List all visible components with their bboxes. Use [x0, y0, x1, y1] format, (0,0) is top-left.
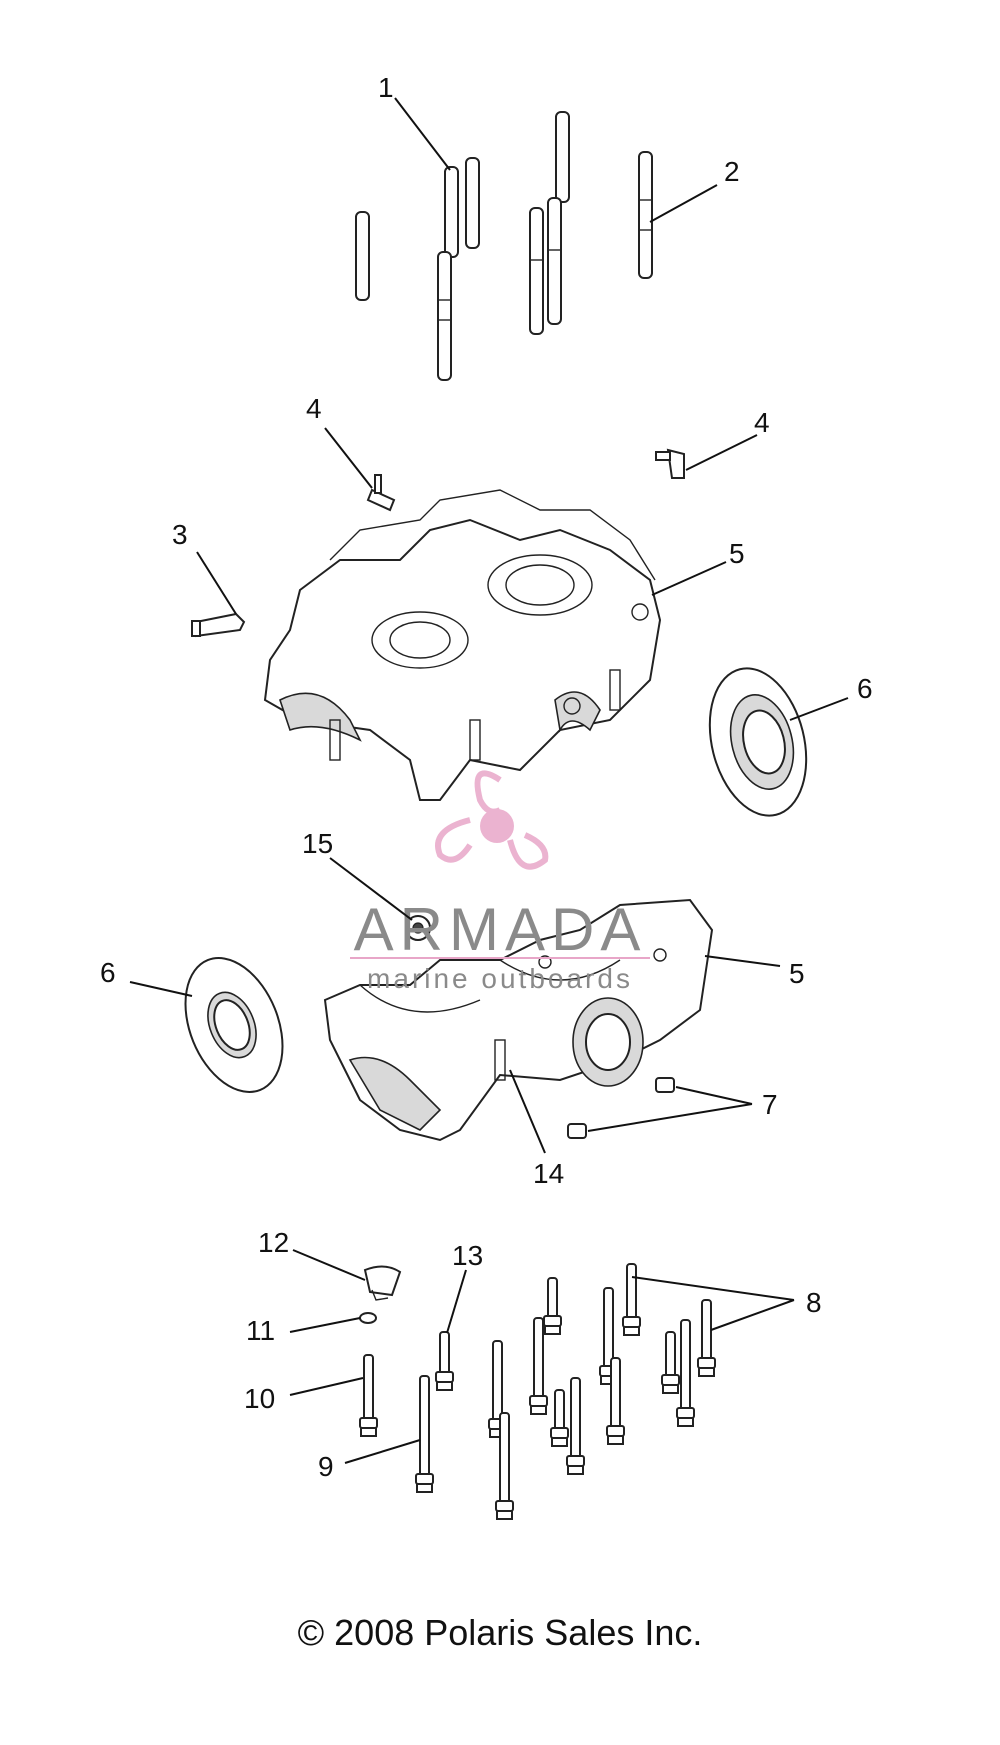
bolt [622, 1263, 641, 1336]
bolt [495, 1412, 514, 1520]
elbow-fitting [191, 612, 246, 638]
fitting-right [655, 448, 685, 479]
bolt [550, 1389, 569, 1447]
callout-15: 15 [302, 828, 333, 859]
seal-left [184, 957, 284, 1093]
bolt-9 [415, 1375, 434, 1493]
callout-7: 7 [762, 1089, 778, 1120]
callout-2: 2 [724, 156, 740, 187]
bracket [363, 1265, 402, 1301]
callout-11: 11 [246, 1315, 275, 1346]
callout-10: 10 [244, 1383, 275, 1414]
watermark-tagline: marine outboards [367, 963, 633, 994]
callout-13: 13 [452, 1240, 483, 1271]
lower-crankcase [323, 898, 714, 1142]
callout-14: 14 [533, 1158, 564, 1189]
fitting-left [366, 474, 396, 512]
watermark-brand: ARMADA [354, 896, 647, 963]
washer [359, 1312, 377, 1324]
upper-crankcase [263, 489, 662, 801]
callout-6-left: 6 [100, 957, 116, 988]
bolt [676, 1319, 695, 1427]
watermark: ARMADA marine outboards [350, 770, 650, 994]
callout-12: 12 [258, 1227, 289, 1258]
drain-plugs [567, 1077, 675, 1139]
bolt-10 [359, 1354, 378, 1437]
callout-5-upper: 5 [729, 538, 745, 569]
callout-4-right: 4 [754, 407, 770, 438]
callout-5-lower: 5 [789, 958, 805, 989]
callout-8: 8 [806, 1287, 822, 1318]
crankcase-studs [355, 111, 653, 381]
bolt [599, 1287, 618, 1385]
callout-4-left: 4 [306, 393, 322, 424]
bolt [488, 1340, 507, 1438]
leader-lines [129, 97, 849, 1464]
bolt [543, 1277, 562, 1335]
bolt [566, 1377, 585, 1475]
bolt-13 [435, 1331, 454, 1391]
callout-1: 1 [378, 72, 394, 103]
callout-9: 9 [318, 1451, 334, 1482]
crankcase-bolts [359, 1263, 716, 1520]
bolt [697, 1299, 716, 1377]
plug [405, 915, 431, 941]
bolt [606, 1357, 625, 1445]
bolt [529, 1317, 548, 1415]
propeller-logo-icon [435, 770, 549, 870]
callout-3: 3 [172, 519, 188, 550]
bolt [661, 1331, 680, 1394]
callout-numbers: 1 2 4 4 3 5 6 15 6 5 7 14 12 13 8 11 10 … [100, 72, 873, 1482]
copyright-notice: © 2008 Polaris Sales Inc. [298, 1612, 703, 1653]
callout-6-right: 6 [857, 673, 873, 704]
seal-right [708, 667, 808, 817]
